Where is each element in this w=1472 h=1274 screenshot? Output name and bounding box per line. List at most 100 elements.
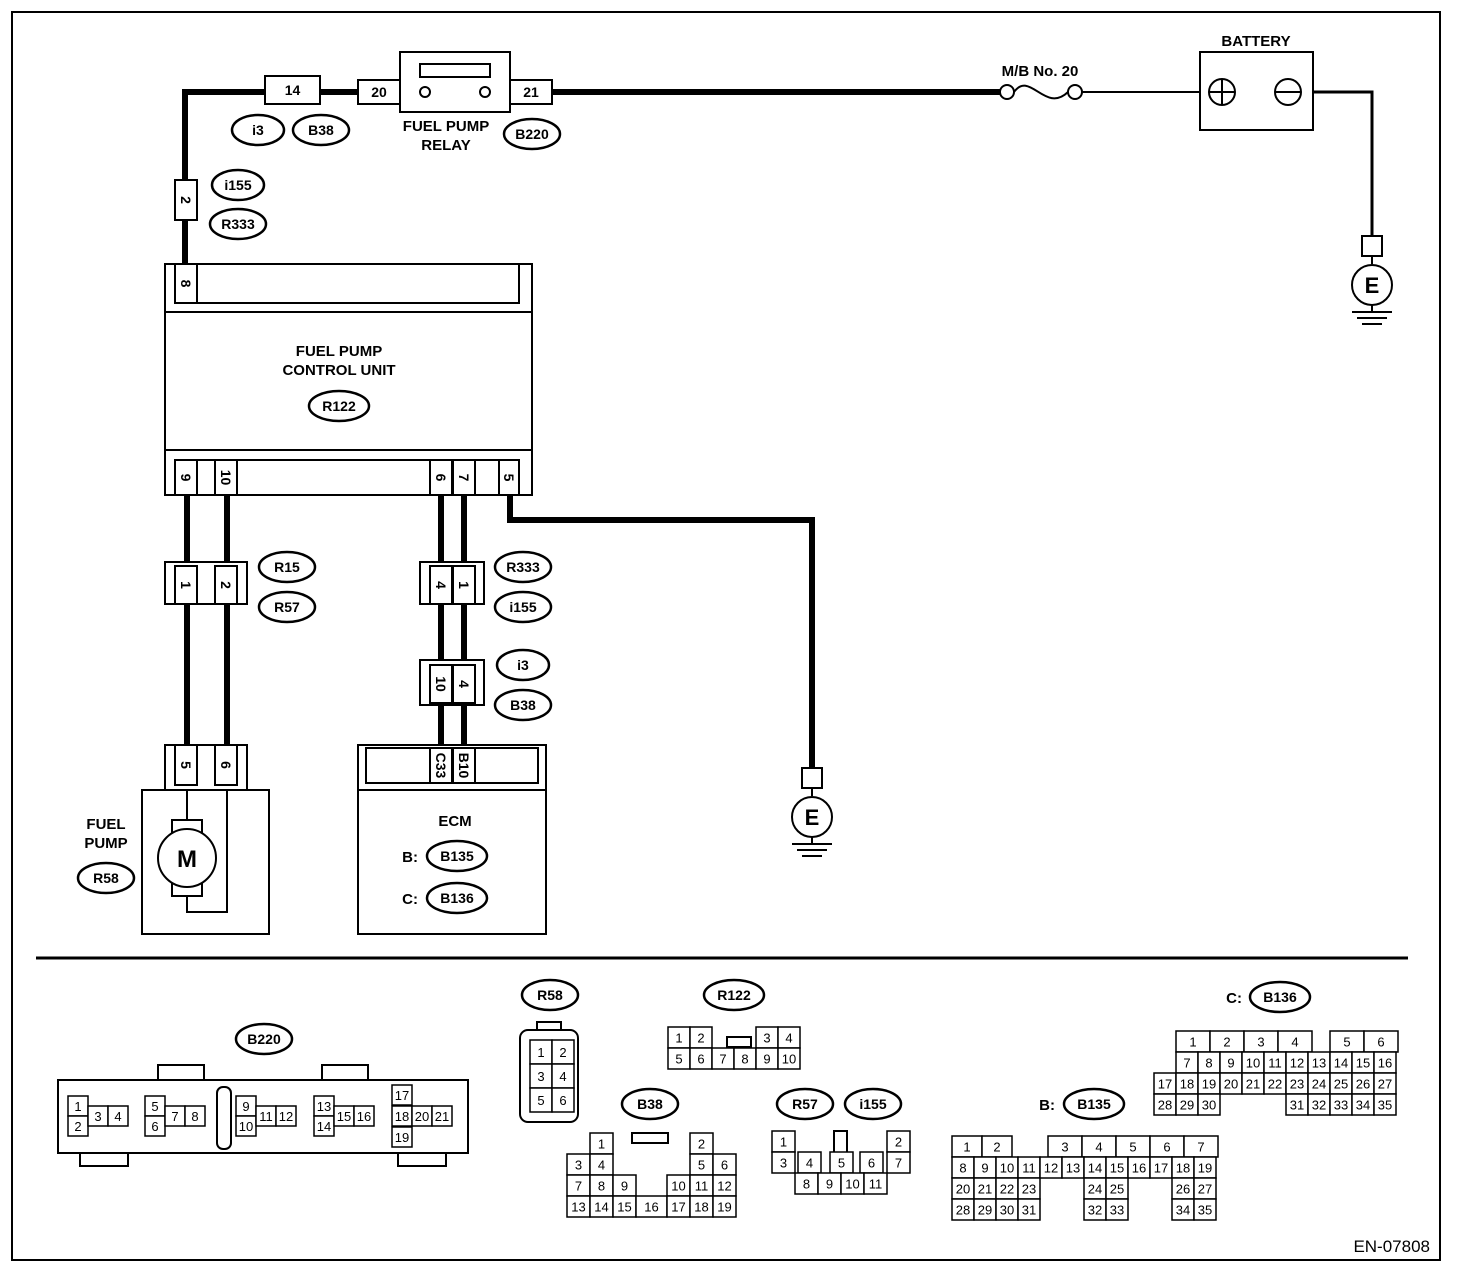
svg-text:1: 1 [780, 1135, 787, 1150]
svg-text:24: 24 [1312, 1077, 1326, 1092]
face-pin: 18 [1175, 1072, 1199, 1095]
connector-id-label: i155 [859, 1096, 886, 1112]
face-pin: 14 [313, 1115, 335, 1137]
svg-text:5: 5 [1343, 1035, 1350, 1050]
svg-text:2: 2 [559, 1045, 566, 1060]
pin-label: 14 [285, 82, 301, 98]
svg-text:35: 35 [1198, 1203, 1212, 1218]
svg-text:12: 12 [279, 1109, 293, 1124]
svg-text:1: 1 [675, 1031, 682, 1046]
svg-text:20: 20 [415, 1109, 429, 1124]
svg-text:7: 7 [171, 1109, 178, 1124]
svg-text:4: 4 [1095, 1140, 1102, 1155]
face-pin: 24 [1307, 1072, 1331, 1095]
svg-text:6: 6 [697, 1052, 704, 1067]
svg-text:5: 5 [675, 1052, 682, 1067]
face-pin: 5 [144, 1095, 166, 1117]
svg-text:13: 13 [571, 1200, 585, 1215]
connector-id-label: R57 [274, 599, 300, 615]
face-pin: 10 [777, 1047, 801, 1070]
svg-text:25: 25 [1334, 1077, 1348, 1092]
svg-text:18: 18 [1176, 1161, 1190, 1176]
svg-text:14: 14 [1088, 1161, 1102, 1176]
face-pin: 32 [1083, 1198, 1107, 1221]
svg-text:17: 17 [671, 1200, 685, 1215]
connector-id-tag: B38 [493, 688, 553, 722]
svg-text:6: 6 [559, 1093, 566, 1108]
svg-text:13: 13 [1066, 1161, 1080, 1176]
face-pin: 1 [529, 1039, 553, 1065]
connector-pin: 7 [452, 459, 476, 496]
svg-text:25: 25 [1110, 1182, 1124, 1197]
face-pin: 10 [1241, 1051, 1265, 1074]
connector-pin: 6 [429, 459, 453, 496]
connector-id-label: i3 [517, 657, 529, 673]
svg-text:5: 5 [537, 1093, 544, 1108]
face-pin: 35 [1373, 1093, 1397, 1116]
ground-2: E [791, 767, 833, 857]
face-pin: 7 [711, 1047, 735, 1070]
connector-pin: 10 [429, 664, 453, 704]
face-pin: 3 [755, 1026, 779, 1049]
svg-text:33: 33 [1110, 1203, 1124, 1218]
svg-text:2: 2 [895, 1135, 902, 1150]
svg-text:17: 17 [1158, 1077, 1172, 1092]
svg-text:6: 6 [151, 1119, 158, 1134]
battery-label: BATTERY [1221, 33, 1290, 50]
svg-text:6: 6 [868, 1156, 875, 1171]
svg-text:35: 35 [1378, 1098, 1392, 1113]
face-pin: 18 [391, 1105, 413, 1127]
face-pin: 21 [1241, 1072, 1265, 1095]
svg-text:10: 10 [782, 1052, 796, 1067]
svg-text:31: 31 [1290, 1098, 1304, 1113]
svg-text:17: 17 [395, 1088, 409, 1103]
page-frame [11, 11, 1441, 1261]
face-pin: 3 [771, 1151, 796, 1174]
connector-id-label: B38 [637, 1096, 663, 1112]
svg-text:6: 6 [1163, 1140, 1170, 1155]
ecm-label: ECM [438, 813, 471, 830]
face-pin: 8 [794, 1172, 819, 1195]
connector-id-tag: R122 [702, 978, 766, 1012]
svg-text:20: 20 [1224, 1077, 1238, 1092]
svg-text:26: 26 [1356, 1077, 1370, 1092]
face-pin: 14 [589, 1195, 614, 1218]
svg-text:22: 22 [1268, 1077, 1282, 1092]
svg-text:9: 9 [621, 1179, 628, 1194]
fuel-pump-label-line-2: PUMP [84, 835, 127, 852]
svg-text:14: 14 [317, 1119, 331, 1134]
connector-id-label: R58 [537, 987, 563, 1003]
face-pin: 9 [817, 1172, 842, 1195]
ground-symbol-label: E [805, 805, 820, 830]
svg-text:2: 2 [74, 1119, 81, 1134]
fuel-pump-label-line-1: FUEL [86, 816, 125, 833]
pin-label: 7 [456, 474, 472, 482]
pin-label: 2 [178, 196, 194, 204]
face-pin: 11 [689, 1174, 714, 1197]
connector-id-label: R15 [274, 559, 300, 575]
face-pin: 12 [1285, 1051, 1309, 1074]
face-pin: 6 [1363, 1030, 1399, 1053]
ecm-c-prefix: C: [402, 891, 418, 908]
svg-text:19: 19 [1202, 1077, 1216, 1092]
svg-text:27: 27 [1198, 1182, 1212, 1197]
face-pin: 29 [973, 1198, 997, 1221]
pin-label: 6 [218, 761, 234, 769]
svg-text:16: 16 [1378, 1056, 1392, 1071]
face-pin: 11 [1017, 1156, 1041, 1179]
svg-text:17: 17 [1154, 1161, 1168, 1176]
svg-text:20: 20 [956, 1182, 970, 1197]
connector-id-label: R122 [322, 398, 356, 414]
svg-text:8: 8 [1205, 1056, 1212, 1071]
face-pin: 3 [566, 1153, 591, 1176]
svg-text:4: 4 [114, 1109, 121, 1124]
face-pin: 8 [951, 1156, 975, 1179]
svg-text:16: 16 [1132, 1161, 1146, 1176]
pin-label: 1 [456, 581, 472, 589]
